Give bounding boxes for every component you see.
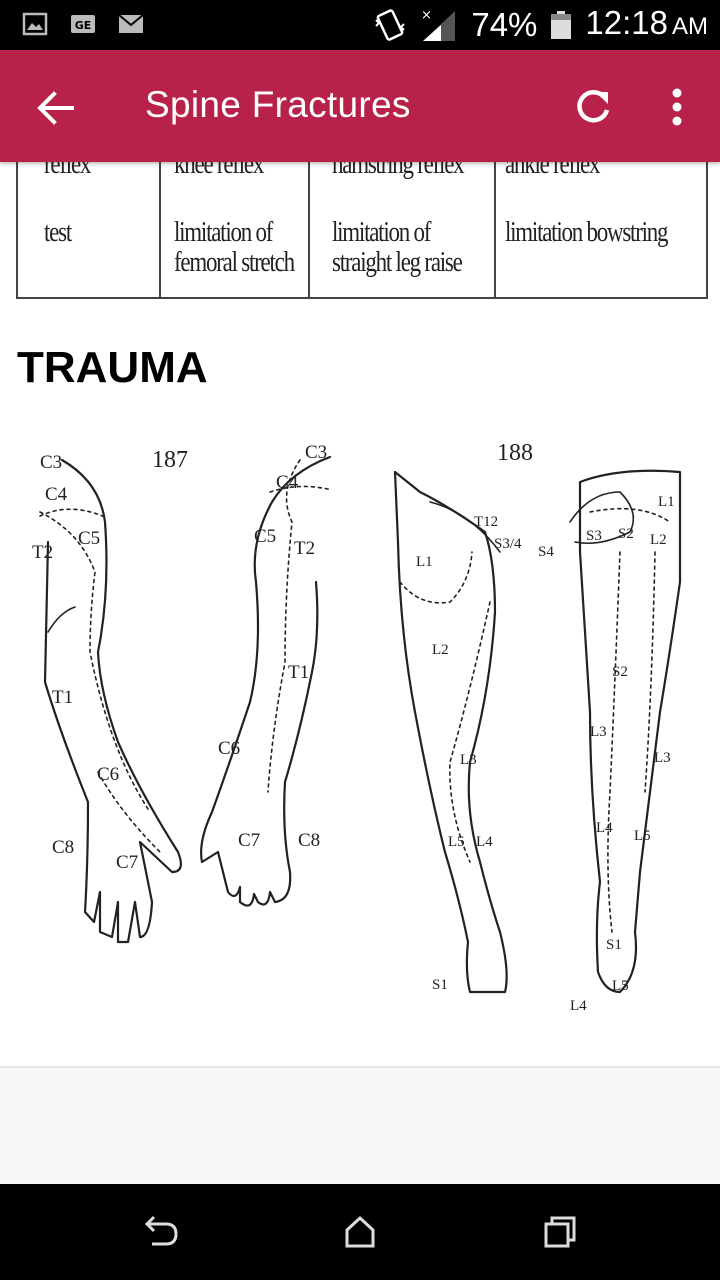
- article-content: reflex knee reflex hamstring reflex ankl…: [0, 162, 720, 1184]
- battery-percent: 74%: [471, 6, 538, 43]
- navigation-bar: [0, 1184, 720, 1280]
- label-c5-right: C5: [254, 526, 277, 547]
- label-l2-back: L2: [650, 532, 667, 548]
- table-cell-ankle-reflex: ankle reflex: [505, 162, 600, 180]
- label-t1-left: T1: [52, 687, 74, 708]
- table-cell-bowstring: limitation bowstring: [505, 217, 668, 248]
- more-vert-icon[interactable]: [660, 80, 694, 134]
- label-l1-front: L1: [416, 554, 433, 570]
- content-divider: [0, 1066, 720, 1068]
- label-c6-left: C6: [97, 764, 120, 785]
- vibrate-icon: [375, 9, 406, 41]
- home-nav-icon[interactable]: [338, 1210, 382, 1254]
- label-c7-left: C7: [116, 852, 139, 873]
- label-l3-front: L3: [460, 752, 477, 768]
- back-nav-icon[interactable]: [138, 1210, 182, 1254]
- recents-nav-icon[interactable]: [538, 1210, 582, 1254]
- label-l3-back: L3: [590, 724, 607, 740]
- label-l1-back: L1: [658, 494, 675, 510]
- signal-icon: ×: [421, 8, 456, 41]
- label-l4-back: L4: [596, 820, 613, 836]
- label-l3-side: L3: [654, 750, 671, 766]
- table-cell-hamstring-reflex: hamstring reflex: [332, 162, 465, 180]
- reflex-table-image: reflex knee reflex hamstring reflex ankl…: [16, 162, 708, 299]
- label-s1-back: S1: [606, 937, 622, 953]
- label-s3-4: S3/4: [494, 536, 522, 552]
- label-c8-left: C8: [52, 837, 75, 858]
- label-t1-right: T1: [288, 662, 310, 683]
- table-cell-slr-1: limitation of: [332, 217, 431, 248]
- label-c3-right: C3: [305, 442, 328, 463]
- label-c7-right: C7: [238, 830, 261, 851]
- table-cell-test: test: [44, 217, 72, 248]
- table-cell-slr-2: straight leg raise: [332, 247, 463, 278]
- battery-icon: [551, 11, 572, 39]
- figure-number-187: 187: [152, 447, 188, 473]
- label-c6-right: C6: [218, 738, 241, 759]
- label-t12: T12: [474, 514, 499, 530]
- label-c5-left: C5: [78, 528, 101, 549]
- back-arrow-icon[interactable]: [28, 80, 84, 136]
- label-c4-left: C4: [45, 484, 68, 505]
- label-l2-front: L2: [432, 642, 449, 658]
- label-l4-front: L4: [476, 834, 493, 850]
- dermatome-figure: 187 188 C3 C4 C5 T2 T1 C6 C8 C7 C3 C4 C5…: [0, 432, 720, 1042]
- label-l4-foot: L4: [570, 998, 587, 1014]
- label-c3-left: C3: [40, 452, 63, 473]
- table-cell-reflex: reflex: [44, 162, 91, 180]
- label-s3-back: S3: [586, 528, 602, 544]
- svg-text:GE: GE: [75, 19, 92, 32]
- refresh-icon[interactable]: [566, 80, 620, 134]
- page-title: Spine Fractures: [145, 84, 411, 125]
- svg-text:×: ×: [421, 8, 432, 23]
- label-s1-front: S1: [432, 977, 448, 993]
- mail-icon: [118, 14, 144, 33]
- label-t2-left: T2: [32, 542, 54, 563]
- label-l5-foot: L5: [612, 978, 629, 994]
- label-s2-back: S2: [612, 664, 628, 680]
- table-cell-femoral-1: limitation of: [174, 217, 273, 248]
- label-c8-right: C8: [298, 830, 321, 851]
- table-cell-femoral-2: femoral stretch: [174, 247, 295, 278]
- image-icon: [22, 12, 48, 36]
- label-c4-right: C4: [276, 472, 299, 493]
- app-bar: Spine Fractures: [0, 50, 720, 162]
- label-t2-right: T2: [294, 538, 316, 559]
- label-s2-top: S2: [618, 526, 634, 542]
- label-s4: S4: [538, 544, 554, 560]
- ge-icon: GE: [71, 15, 95, 33]
- label-l5-front: L5: [448, 834, 465, 850]
- dermatome-drawing: [39, 455, 682, 994]
- label-l5-back: L5: [634, 828, 651, 844]
- figure-number-188: 188: [497, 440, 533, 466]
- section-heading: TRAUMA: [17, 343, 208, 392]
- content-footer-area: [0, 1068, 720, 1184]
- table-cell-knee-reflex: knee reflex: [174, 162, 264, 180]
